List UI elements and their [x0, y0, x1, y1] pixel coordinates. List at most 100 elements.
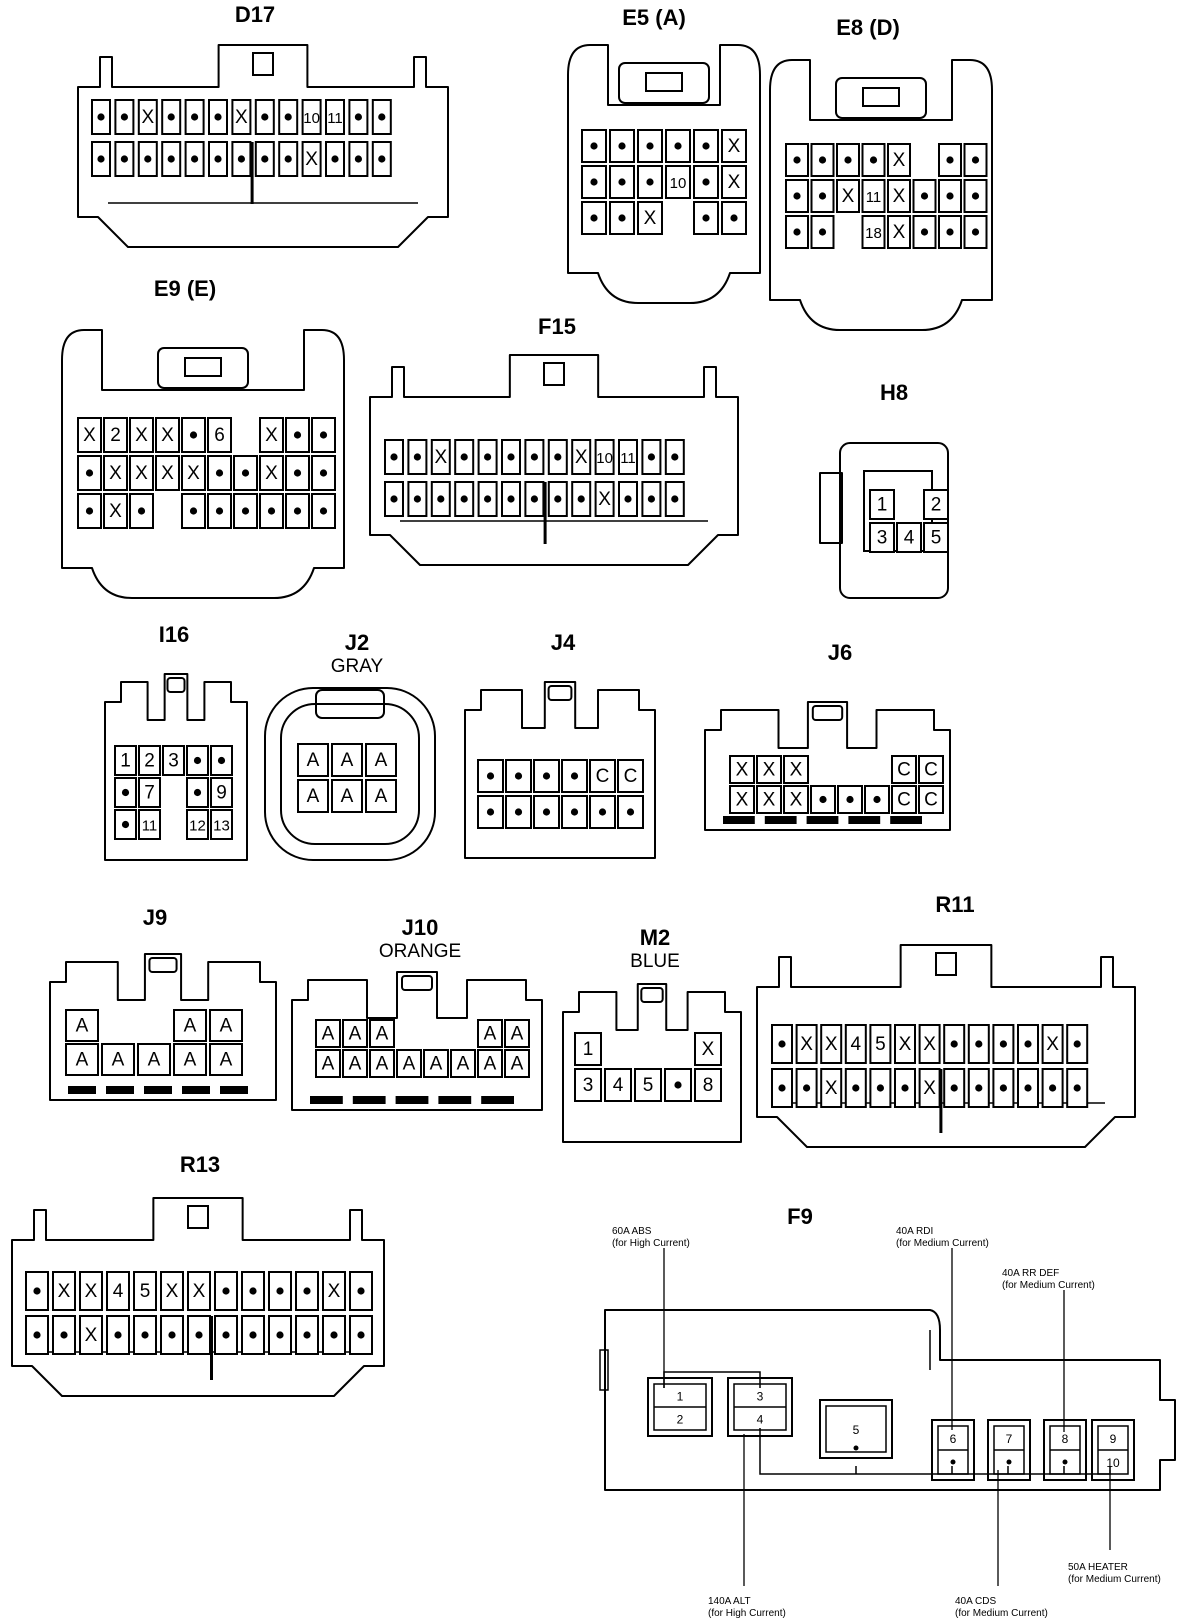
d17-latch [252, 52, 274, 76]
pin-dot-icon [598, 808, 607, 816]
j9-bottom-latch [182, 1086, 210, 1094]
pin-label: X [899, 1034, 912, 1055]
terminal-cell [331, 743, 363, 777]
pin-dot-icon [137, 507, 146, 515]
pin-label: 1 [877, 495, 888, 516]
e8-housing [769, 59, 993, 331]
pin-dot-icon [33, 1287, 41, 1295]
terminal-cell [138, 809, 161, 840]
pin-dot-icon [876, 1084, 885, 1092]
pin-label: X [83, 425, 96, 446]
pin-label: 10 [670, 175, 687, 192]
r11-latch [935, 952, 957, 976]
terminal-cell [209, 1043, 243, 1076]
pin-dot-icon [60, 1331, 68, 1339]
terminal-cell [721, 129, 747, 163]
connector-title: D17 [235, 2, 275, 27]
pin-label: X [893, 222, 906, 243]
pin-dot-icon [818, 156, 827, 164]
fuse-cell-label: 3 [757, 1390, 764, 1404]
terminal-cell [634, 1068, 662, 1102]
terminal-cell [231, 99, 252, 135]
terminal-dot-icon [853, 1445, 859, 1451]
terminal-cell [844, 1024, 867, 1064]
pin-dot-icon [702, 142, 710, 150]
terminal-cell [918, 785, 944, 814]
pin-label: X [893, 150, 906, 171]
pin-label: X [161, 463, 174, 484]
j9-bottom-latch [106, 1086, 134, 1094]
e8-latch [862, 87, 900, 107]
pin-label: 8 [703, 1075, 714, 1096]
pin-label: X [328, 1281, 341, 1302]
pin-dot-icon [626, 808, 635, 816]
pin-dot-icon [191, 155, 199, 163]
pin-dot-icon [460, 453, 468, 461]
pin-dot-icon [293, 469, 302, 477]
callout-alt-name: 140A ALT [708, 1596, 751, 1607]
pin-label: A [375, 786, 388, 807]
terminal-cell [574, 1068, 602, 1102]
terminal-cell [129, 417, 154, 453]
pin-label: X [265, 463, 278, 484]
terminal-dot-icon [1062, 1459, 1068, 1465]
pin-dot-icon [319, 507, 328, 515]
pin-label: X [923, 1034, 936, 1055]
pin-dot-icon [214, 155, 222, 163]
pin-dot-icon [33, 1331, 41, 1339]
terminal-cell [504, 1049, 530, 1078]
pin-dot-icon [486, 808, 495, 816]
terminal-cell [918, 755, 944, 784]
terminal-cell [137, 99, 158, 135]
pin-dot-icon [284, 113, 292, 121]
pin-label: X [166, 1281, 179, 1302]
j9-bottom-latch [220, 1086, 248, 1094]
pin-dot-icon [249, 1287, 257, 1295]
pin-dot-icon [121, 788, 130, 797]
fuse-cell-label: 8 [1062, 1432, 1069, 1446]
pin-dot-icon [1073, 1040, 1081, 1048]
pin-label: X [893, 186, 906, 207]
pin-dot-icon [852, 1084, 860, 1092]
terminal-cell [721, 165, 747, 199]
terminal-cell [187, 1271, 211, 1311]
fuse-cell-label: 10 [1106, 1456, 1120, 1470]
pin-dot-icon [671, 453, 679, 461]
pin-label: X [702, 1039, 715, 1060]
pin-label: C [924, 760, 938, 781]
pin-dot-icon [590, 214, 598, 222]
f15-latch [543, 362, 565, 386]
pin-dot-icon [267, 507, 276, 515]
pin-label: A [307, 786, 320, 807]
pin-dot-icon [793, 192, 801, 200]
pin-dot-icon [901, 1084, 909, 1092]
pin-dot-icon [215, 469, 224, 477]
r11-housing [756, 944, 1136, 1148]
e5-lock [618, 62, 710, 104]
pin-dot-icon [330, 1331, 338, 1339]
pin-dot-icon [354, 113, 362, 121]
terminal-cell [103, 455, 128, 491]
pin-label: X [161, 425, 174, 446]
terminal-cell [756, 785, 782, 814]
j10-bottom-latch [438, 1096, 472, 1104]
terminal-cell [756, 755, 782, 784]
terminal-cell [301, 141, 322, 177]
pin-dot-icon [195, 1331, 203, 1339]
terminal-cell [77, 417, 102, 453]
pin-label: 3 [583, 1075, 594, 1096]
pin-label: X [265, 425, 278, 446]
pin-dot-icon [357, 1331, 365, 1339]
pin-dot-icon [378, 155, 386, 163]
pin-dot-icon [730, 214, 738, 222]
pin-dot-icon [293, 507, 302, 515]
j9-bottom-latch [68, 1086, 96, 1094]
pin-dot-icon [413, 495, 421, 503]
pin-dot-icon [999, 1040, 1008, 1048]
pin-dot-icon [514, 772, 523, 780]
terminal-cell [574, 1032, 602, 1066]
pin-dot-icon [542, 772, 551, 780]
terminal-cell [891, 755, 917, 784]
pin-label: X [763, 760, 776, 781]
pin-dot-icon [484, 453, 492, 461]
